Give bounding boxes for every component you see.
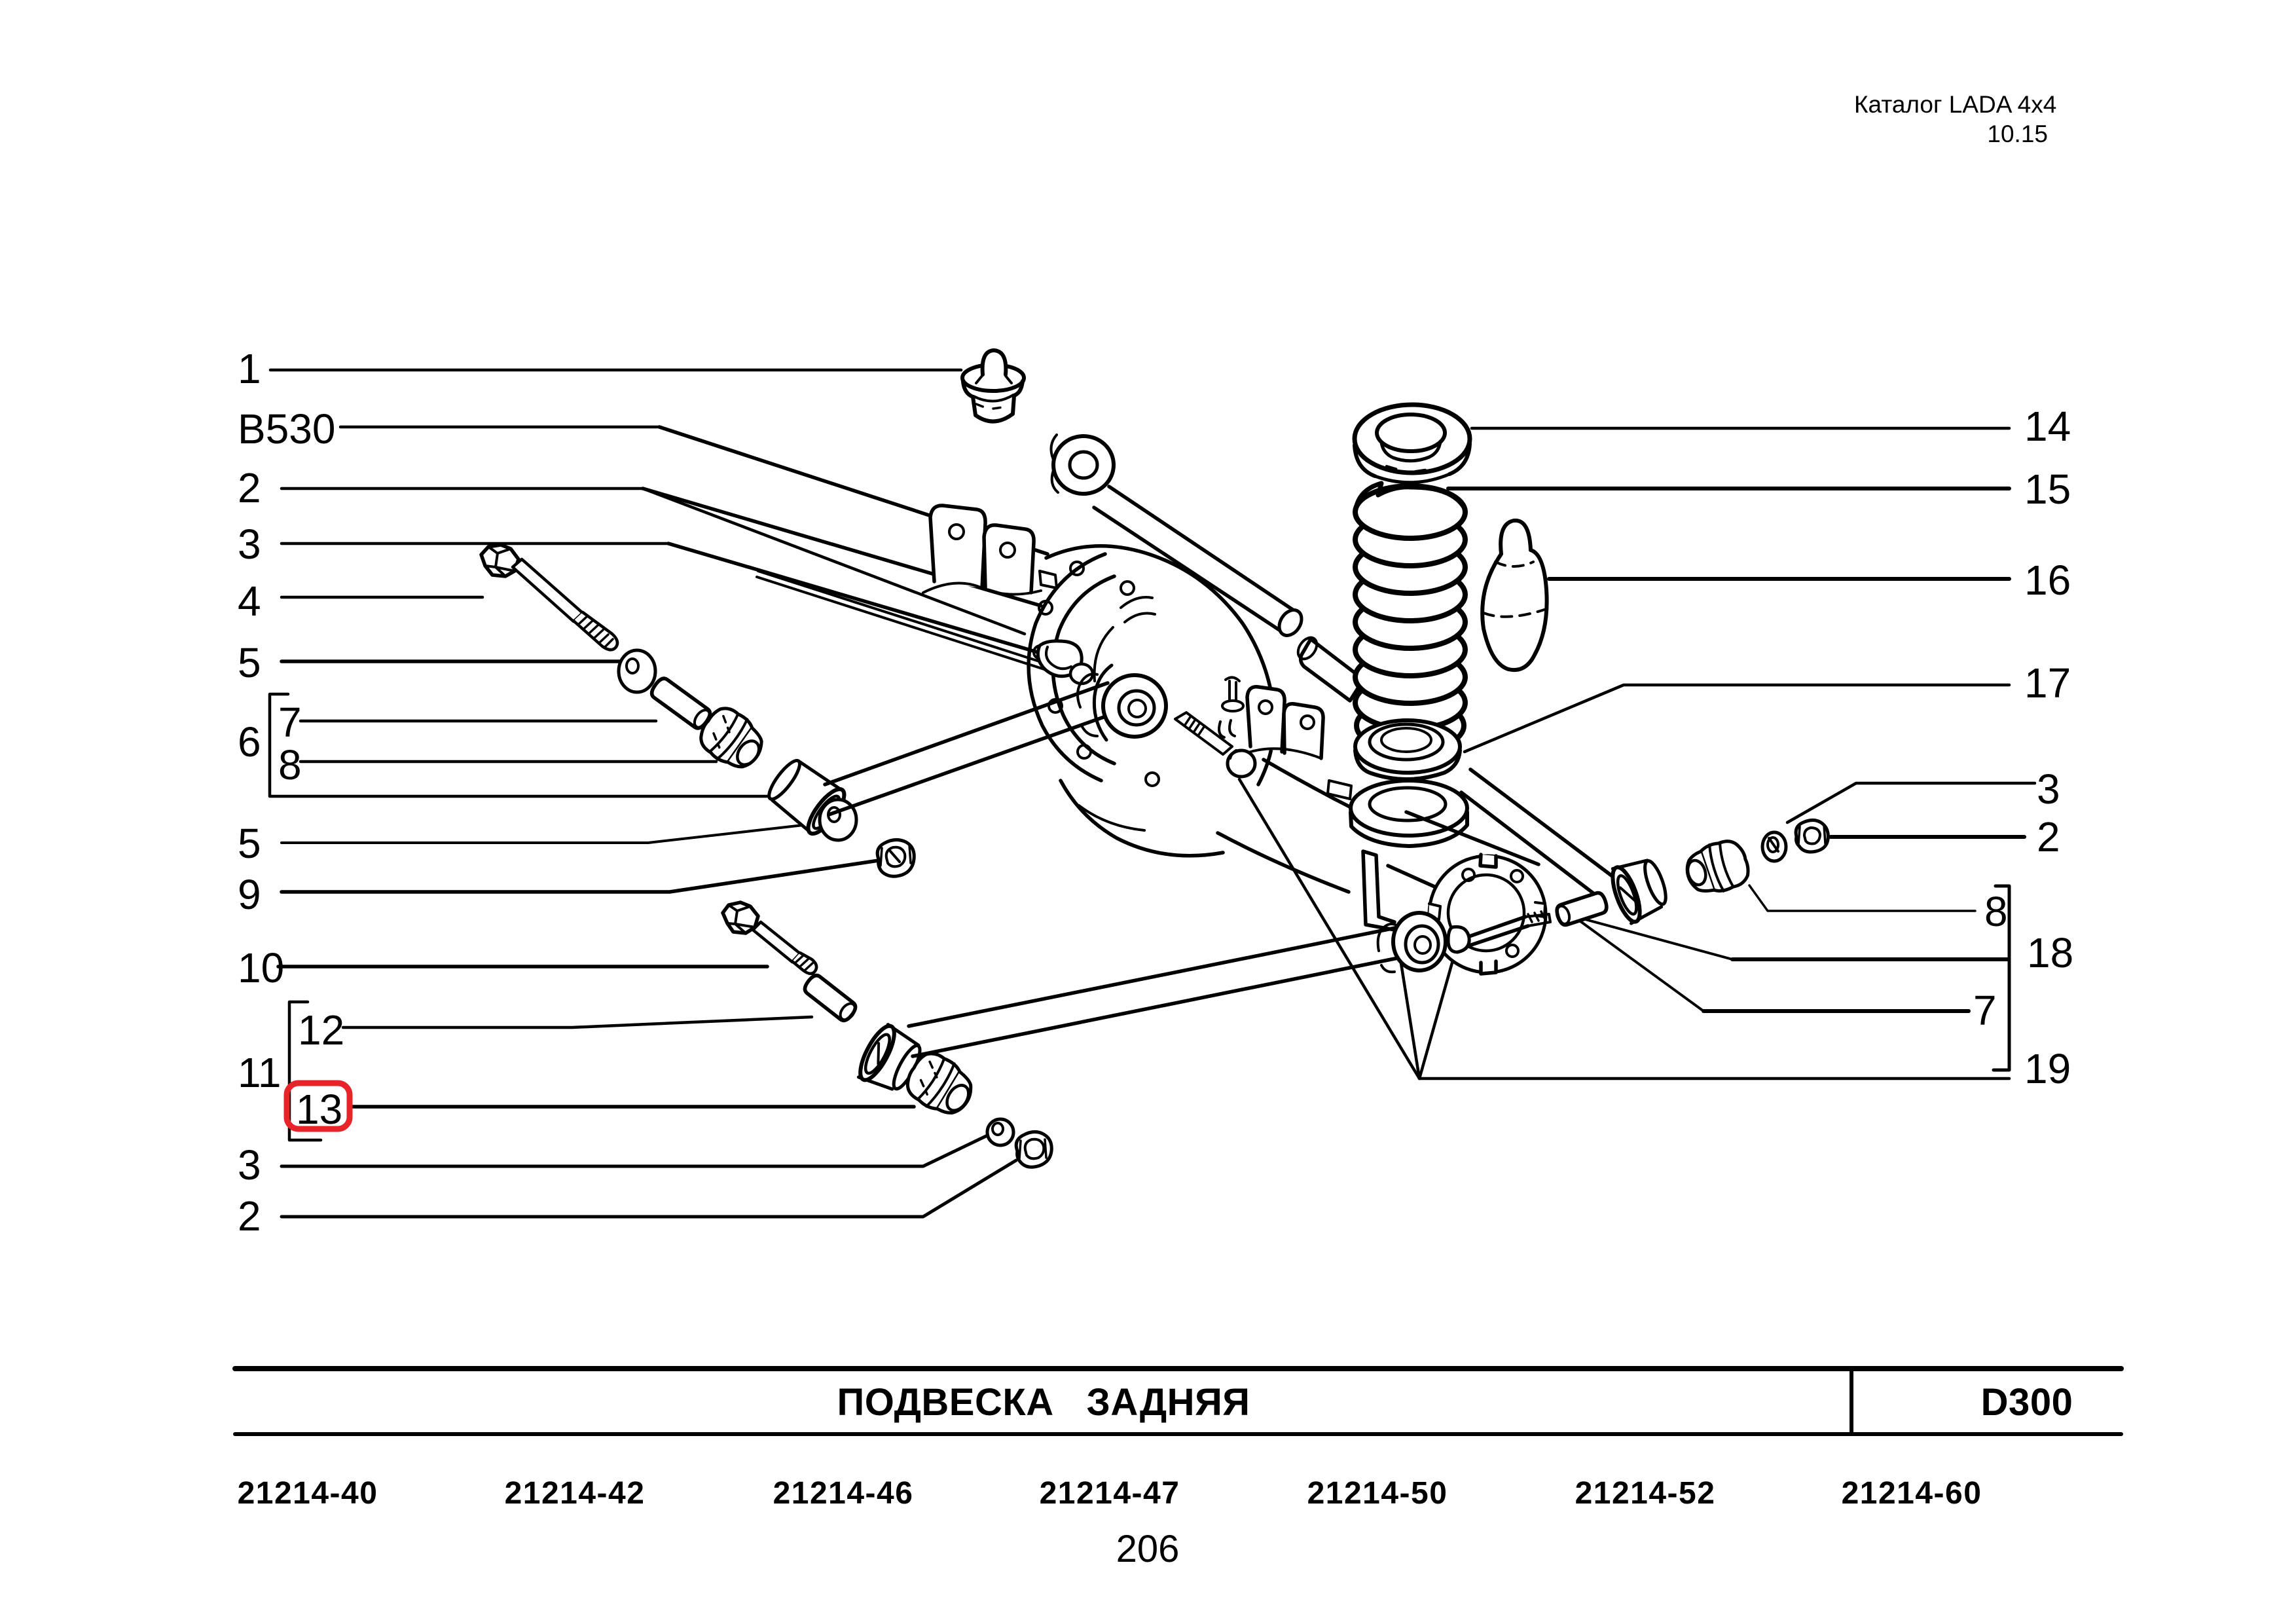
svg-text:7: 7 [1973, 987, 1997, 1034]
svg-text:21214-40: 21214-40 [238, 1476, 378, 1511]
svg-text:12: 12 [298, 1006, 344, 1054]
svg-text:3: 3 [238, 1141, 261, 1189]
svg-text:4: 4 [238, 578, 261, 625]
svg-text:206: 206 [1116, 1528, 1180, 1570]
svg-text:8: 8 [1984, 888, 2008, 935]
svg-text:1: 1 [238, 345, 261, 392]
svg-text:21214-42: 21214-42 [505, 1476, 646, 1511]
svg-text:7: 7 [278, 699, 302, 746]
svg-text:10.15: 10.15 [1987, 120, 2048, 147]
svg-text:18: 18 [2027, 929, 2073, 976]
svg-text:21214-52: 21214-52 [1575, 1476, 1716, 1511]
svg-text:21214-50: 21214-50 [1307, 1476, 1448, 1511]
svg-text:11: 11 [238, 1049, 281, 1096]
svg-text:ПОДВЕСКА ЗАДНЯЯ: ПОДВЕСКА ЗАДНЯЯ [837, 1381, 1250, 1424]
svg-text:8: 8 [278, 741, 302, 788]
svg-text:9: 9 [238, 871, 261, 918]
svg-text:2: 2 [2037, 813, 2060, 860]
svg-text:2: 2 [238, 464, 261, 511]
svg-text:6: 6 [238, 718, 261, 766]
svg-text:14: 14 [2024, 403, 2071, 450]
svg-text:3: 3 [2037, 766, 2060, 813]
svg-text:15: 15 [2024, 466, 2071, 513]
svg-text:5: 5 [238, 820, 261, 867]
svg-text:21214-46: 21214-46 [773, 1476, 914, 1511]
svg-text:19: 19 [2024, 1045, 2071, 1092]
svg-text:2: 2 [238, 1192, 261, 1240]
svg-text:B530: B530 [238, 405, 335, 452]
svg-text:3: 3 [238, 521, 261, 568]
svg-text:21214-47: 21214-47 [1040, 1476, 1180, 1511]
svg-text:17: 17 [2024, 659, 2071, 707]
svg-text:10: 10 [238, 944, 284, 991]
svg-text:21214-60: 21214-60 [1842, 1476, 1982, 1511]
svg-text:Каталог LADA 4x4: Каталог LADA 4x4 [1854, 91, 2056, 118]
svg-text:16: 16 [2024, 557, 2071, 604]
svg-text:D300: D300 [1981, 1381, 2073, 1424]
svg-text:13: 13 [296, 1086, 342, 1133]
svg-text:5: 5 [238, 639, 261, 686]
